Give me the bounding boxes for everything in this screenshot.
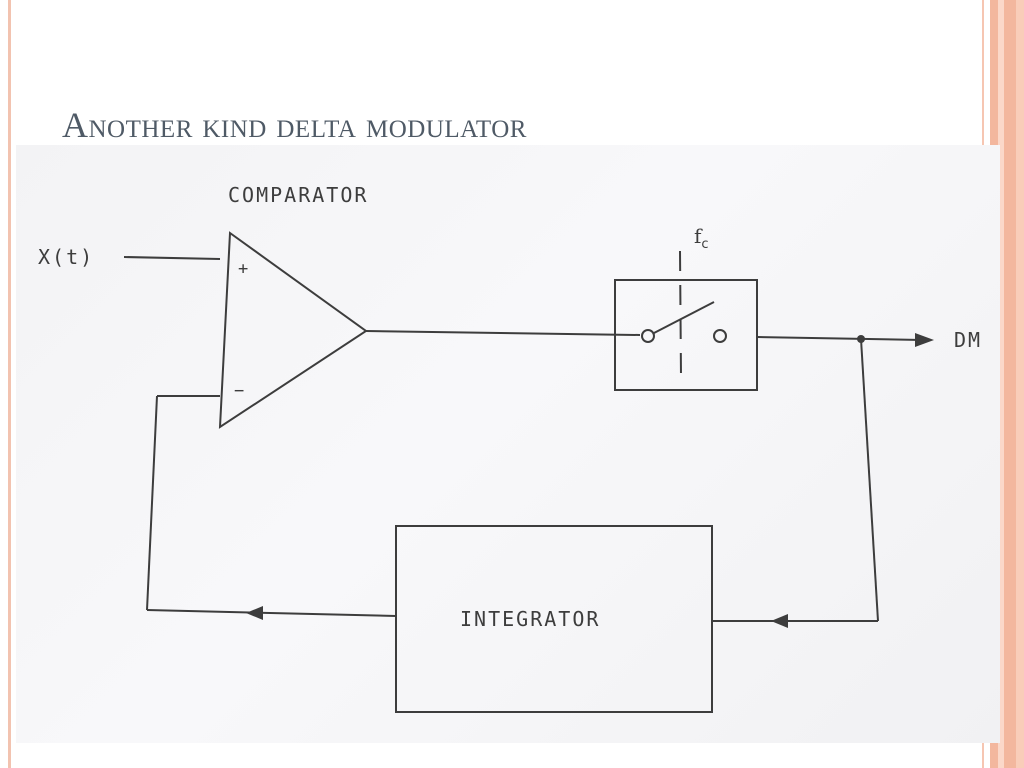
feedback-wire-left (146, 395, 158, 611)
slide-title: Another kind delta modulator (62, 105, 527, 145)
comparator-output-wire (365, 330, 641, 336)
clock-label: fc (694, 224, 709, 252)
left-decorative-rule (8, 0, 11, 768)
diagram-photo: COMPARATOR X(t) + − fc DM INTEGRATOR (16, 145, 1000, 743)
clock-label-f: f (694, 224, 703, 248)
comparator-triangle (218, 231, 368, 429)
plus-sign: + (238, 259, 248, 279)
sampler-box (614, 279, 758, 391)
minus-sign: − (234, 381, 244, 401)
output-label: DM (954, 328, 982, 352)
integrator-label: INTEGRATOR (460, 607, 600, 631)
feedback-wire-bottom-left (146, 609, 397, 617)
delta-modulator-diagram: COMPARATOR X(t) + − fc DM INTEGRATOR (38, 183, 982, 713)
clock-line (679, 250, 682, 378)
output-arrowhead (915, 333, 934, 347)
switch-blade (653, 301, 715, 334)
input-wire (123, 256, 221, 260)
feedback-arrowhead-right (771, 614, 788, 628)
switch-contact-left (641, 329, 655, 343)
integrator-box (395, 525, 713, 713)
feedback-arrowhead-left (246, 606, 263, 620)
output-wire (756, 336, 923, 341)
input-label: X(t) (38, 245, 94, 269)
switch-contact-right (713, 329, 727, 343)
comparator-label: COMPARATOR (228, 183, 368, 207)
output-junction-dot (857, 335, 865, 343)
feedback-wire-right (860, 338, 879, 622)
clock-label-subscript: c (701, 237, 708, 252)
